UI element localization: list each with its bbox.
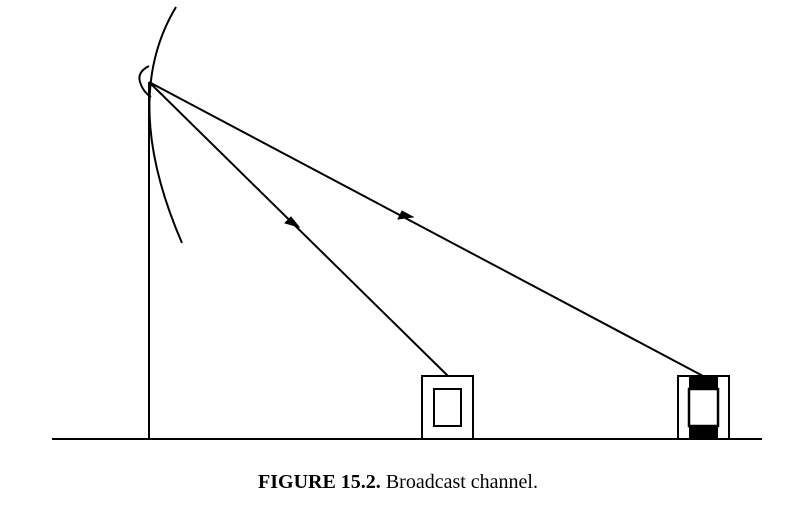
- arrowhead-receiver-1: [284, 216, 301, 228]
- receiver-1-outer-box: [421, 375, 474, 440]
- figure-caption-text: Broadcast channel.: [380, 471, 538, 493]
- receiver-2: [677, 375, 730, 440]
- receiver-1-screen: [433, 388, 462, 427]
- receiver-2-top-band: [689, 376, 718, 389]
- receiver-2-screen: [687, 387, 720, 428]
- receiver-2-bottom-band: [689, 426, 718, 439]
- figure-caption-label: FIGURE 15.2.: [258, 471, 381, 493]
- antenna-feed: [138, 65, 152, 98]
- signal-path-receiver-1: [148, 81, 449, 377]
- dish-reflector: [148, 6, 183, 244]
- arrowhead-receiver-2: [397, 210, 415, 220]
- figure-caption: FIGURE 15.2. Broadcast channel.: [0, 472, 796, 492]
- signal-path-receiver-2: [148, 81, 704, 377]
- receiver-1: [421, 375, 474, 440]
- broadcast-channel-diagram: [52, 6, 762, 440]
